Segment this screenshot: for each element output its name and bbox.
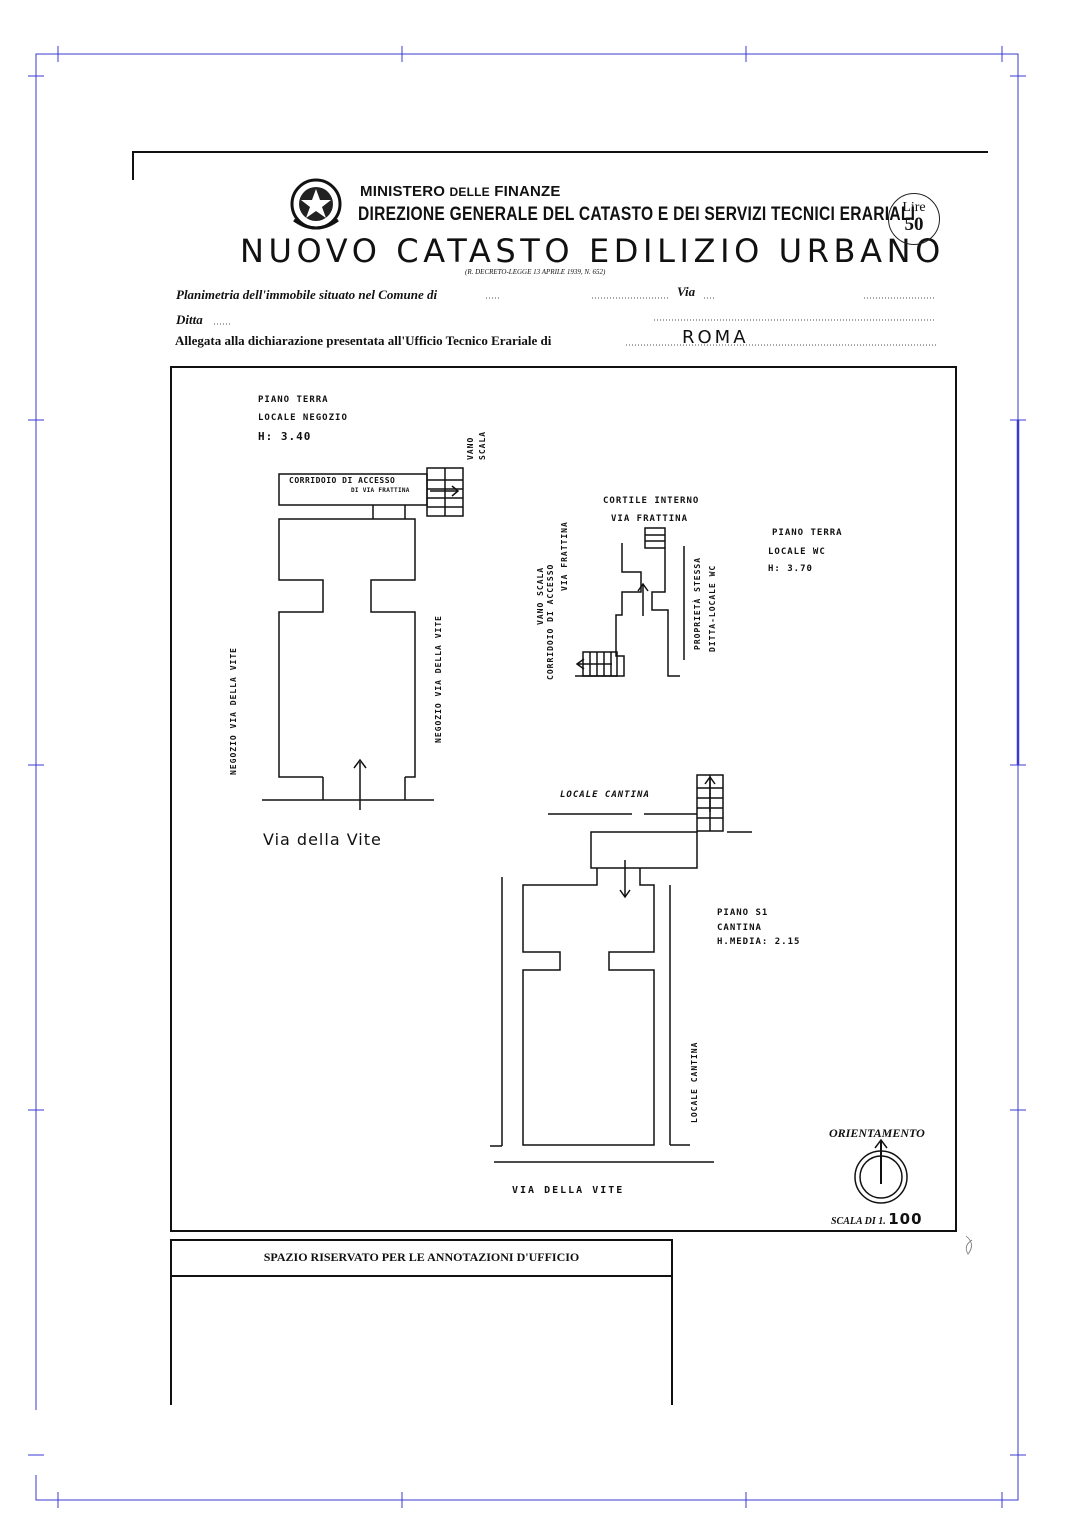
plan1-corridor-line2: DI VIA FRATTINA [351, 487, 410, 494]
plan2-locale: LOCALE WC [768, 547, 826, 557]
ministry-connector: DELLE [449, 185, 490, 199]
plan3-locale: CANTINA [717, 923, 762, 933]
fee-stamp: Lire 50 [888, 193, 940, 245]
plan3-title: PIANO S1 [717, 908, 769, 918]
plan1-locale: LOCALE NEGOZIO [258, 413, 348, 423]
plan2-left-line1: VANO SCALA [536, 566, 545, 625]
form-line-art [132, 151, 988, 1405]
ministry-heading: MINISTERO DELLE FINANZE [360, 183, 561, 200]
plan1-stair-label-line1: VANO [466, 436, 475, 460]
plan2-courtyard-line1: CORTILE INTERNO [603, 496, 700, 506]
plan1-stair-label-line2: SCALA [478, 430, 487, 460]
scale-value: 100 [888, 1210, 923, 1228]
plan3-street-label: VIA DELLA VITE [512, 1185, 625, 1196]
page-title: NUOVO CATASTO EDILIZIO URBANO [240, 232, 945, 270]
page-guides [28, 46, 1026, 1508]
plan3-height: H.MEDIA: 2.15 [717, 937, 801, 947]
plan1-right-side-label: NEGOZIO VIA DELLA VITE [434, 615, 443, 743]
plan3-right-side-label: LOCALE CANTINA [690, 1041, 699, 1123]
north-compass-icon [854, 1138, 908, 1204]
plan2-courtyard-line2: VIA FRATTINA [611, 514, 689, 524]
plan1-corridor-line1: CORRIDOIO DI ACCESSO [289, 476, 396, 485]
ministry-name: MINISTERO [360, 183, 446, 200]
ministry-department: FINANZE [494, 183, 561, 200]
plan1-left-side-label: NEGOZIO VIA DELLA VITE [229, 647, 238, 775]
plan2-title: PIANO TERRA [772, 528, 843, 538]
via-label: Via [677, 284, 696, 299]
plan-basement [490, 774, 752, 1163]
fee-stamp-value: 50 [904, 214, 924, 235]
scale-label-text: SCALA DI 1. [831, 1216, 886, 1227]
plan-ground-wc [575, 527, 685, 677]
ditta-label: Ditta [176, 312, 203, 327]
pencil-mark [965, 1235, 973, 1255]
plan-ground-shop [262, 467, 464, 810]
planimetria-label: Planimetria dell'immobile situato nel Co… [176, 287, 438, 302]
plan1-street-label: Via della Vite [263, 830, 382, 849]
plan1-height: H: 3.40 [258, 430, 312, 443]
plan1-title: PIANO TERRA [258, 395, 329, 405]
scale-label: SCALA DI 1. 100 [831, 1210, 923, 1228]
decree-reference: (R. DECRETO-LEGGE 13 APRILE 1939, N. 652… [465, 268, 606, 276]
fee-stamp-label: Lire [902, 200, 926, 215]
plan2-height: H: 3.70 [768, 564, 813, 574]
plan2-left-line2: CORRIDOIO DI ACCESSO [546, 563, 555, 680]
allegata-label: Allegata alla dichiarazione presentata a… [175, 333, 552, 348]
ufficio-value: ROMA [682, 327, 749, 348]
emblem-icon [290, 178, 342, 230]
annotations-title: SPAZIO RISERVATO PER LE ANNOTAZIONI D'UF… [263, 1250, 580, 1264]
plan2-right-line1: PROPRIETÀ STESSA [693, 556, 702, 650]
plan3-locale-top: LOCALE CANTINA [560, 790, 650, 800]
directorate-heading: DIREZIONE GENERALE DEL CATASTO E DEI SER… [358, 204, 916, 225]
plan2-left-line3: VIA FRATTINA [560, 521, 569, 591]
orientation-label: ORIENTAMENTO [829, 1126, 925, 1140]
plan2-right-line2: DITTA-LOCALE WC [708, 564, 717, 652]
